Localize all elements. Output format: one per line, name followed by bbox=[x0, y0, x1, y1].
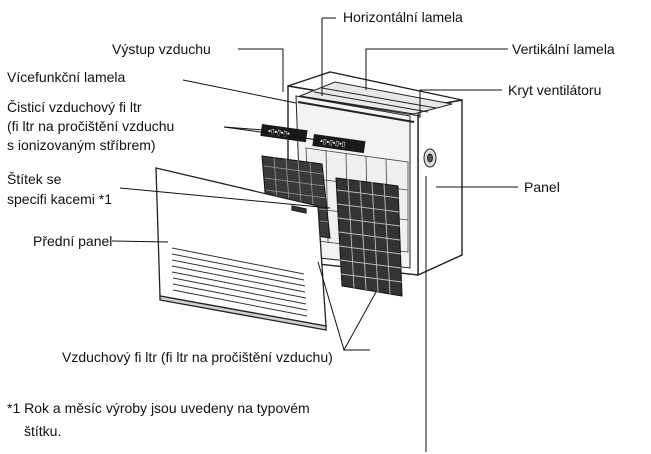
label-spec-plate-line1: Štítek se bbox=[7, 171, 62, 187]
ionized-filter-strips: ▪▯▪▯▪▯▪ ▪▯▪▯▪▯▪▯ bbox=[260, 124, 366, 154]
label-cleaning-filter-line3: s ionizovaným stříbrem) bbox=[7, 137, 156, 153]
label-fan-cover: Kryt ventilátoru bbox=[508, 82, 601, 98]
front-panel bbox=[155, 167, 327, 331]
label-panel: Panel bbox=[524, 179, 560, 195]
svg-text:▪▯▪▯▪▯▪: ▪▯▪▯▪▯▪ bbox=[268, 128, 291, 138]
leader-lines bbox=[111, 17, 518, 452]
label-air-outlet: Výstup vzduchu bbox=[112, 41, 211, 57]
label-front-panel: Přední panel bbox=[33, 233, 112, 249]
label-air-filter: Vzduchový fi ltr (fi ltr na pročištění v… bbox=[62, 349, 333, 365]
svg-text:▪▯▪▯▪▯▪▯: ▪▯▪▯▪▯▪▯ bbox=[320, 138, 346, 148]
top-louver bbox=[297, 81, 453, 123]
label-vertical-louver: Vertikální lamela bbox=[512, 41, 615, 57]
fan-cover-knob bbox=[423, 148, 437, 168]
label-horizontal-louver: Horizontální lamela bbox=[343, 9, 463, 25]
label-spec-plate-line2: specifi kacemi *1 bbox=[7, 191, 112, 207]
label-cleaning-filter-line2: (fi ltr na pročištění vzduchu bbox=[7, 118, 174, 134]
footnote-line2: štítku. bbox=[24, 423, 61, 439]
footnote-line1: *1 Rok a měsíc výroby jsou uvedeny na ty… bbox=[7, 400, 310, 416]
label-multifunction-louver: Vícefunkční lamela bbox=[7, 69, 125, 85]
air-filter-mesh bbox=[335, 177, 403, 297]
label-cleaning-filter-line1: Čisticí vzduchový fi ltr bbox=[7, 99, 142, 115]
